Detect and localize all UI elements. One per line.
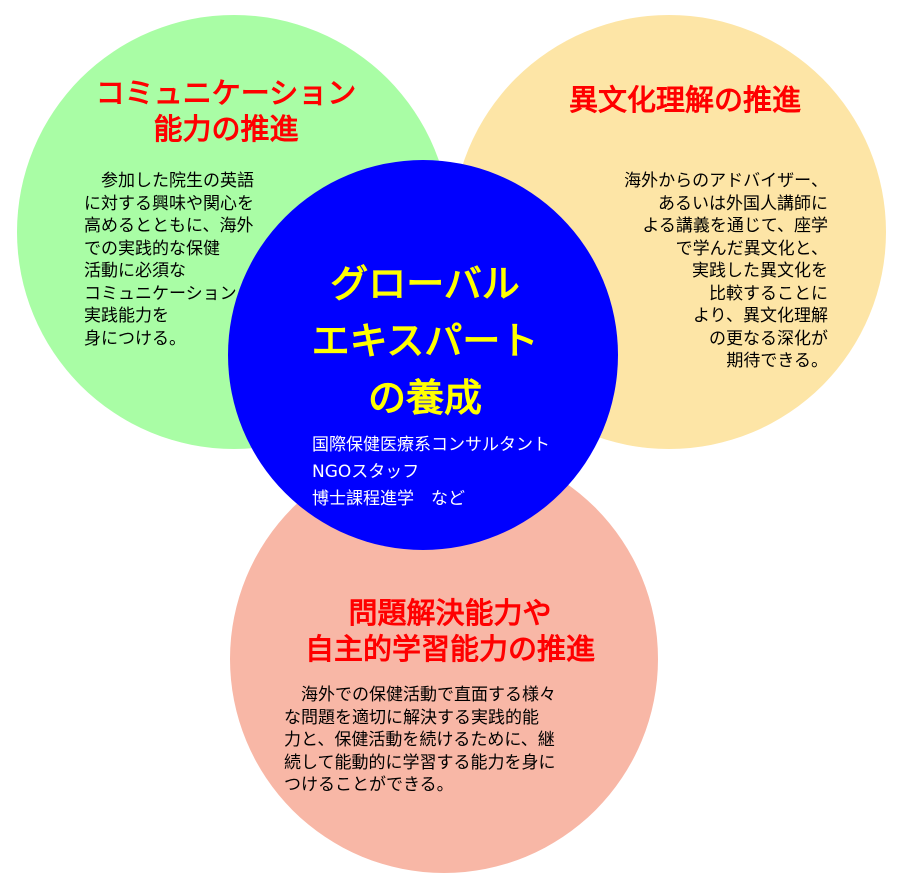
problem-solving-description: 海外での保健活動で直面する様々 な問題を適切に解決する実践的能 力と、保健活動を…: [284, 685, 556, 795]
career-path-list: 国際保健医療系コンサルタント NGOスタッフ 博士課程進学 など: [312, 432, 612, 513]
career-item-consultant: 国際保健医療系コンサルタント: [312, 435, 550, 455]
global-expert-circle: [228, 160, 618, 550]
career-item-doctoral: 博士課程進学 など: [312, 489, 465, 509]
communication-description: 参加した院生の英語 に対する興味や関心を 高めるとともに、海外 での実践的な保健…: [84, 171, 254, 349]
career-item-ngo-staff: NGOスタッフ: [312, 462, 420, 482]
problem-solving-title: 問題解決能力や 自主的学習能力の推進: [304, 596, 595, 666]
communication-title: コミュニケーション 能力の推進: [95, 76, 357, 146]
global-expert-title: グローバル エキスパート の養成: [311, 262, 539, 420]
intercultural-title: 異文化理解の推進: [568, 83, 801, 117]
intercultural-description: 海外からのアドバイザー、 あるいは外国人講師に よる講義を通じて、座学 で学んだ…: [624, 171, 828, 371]
